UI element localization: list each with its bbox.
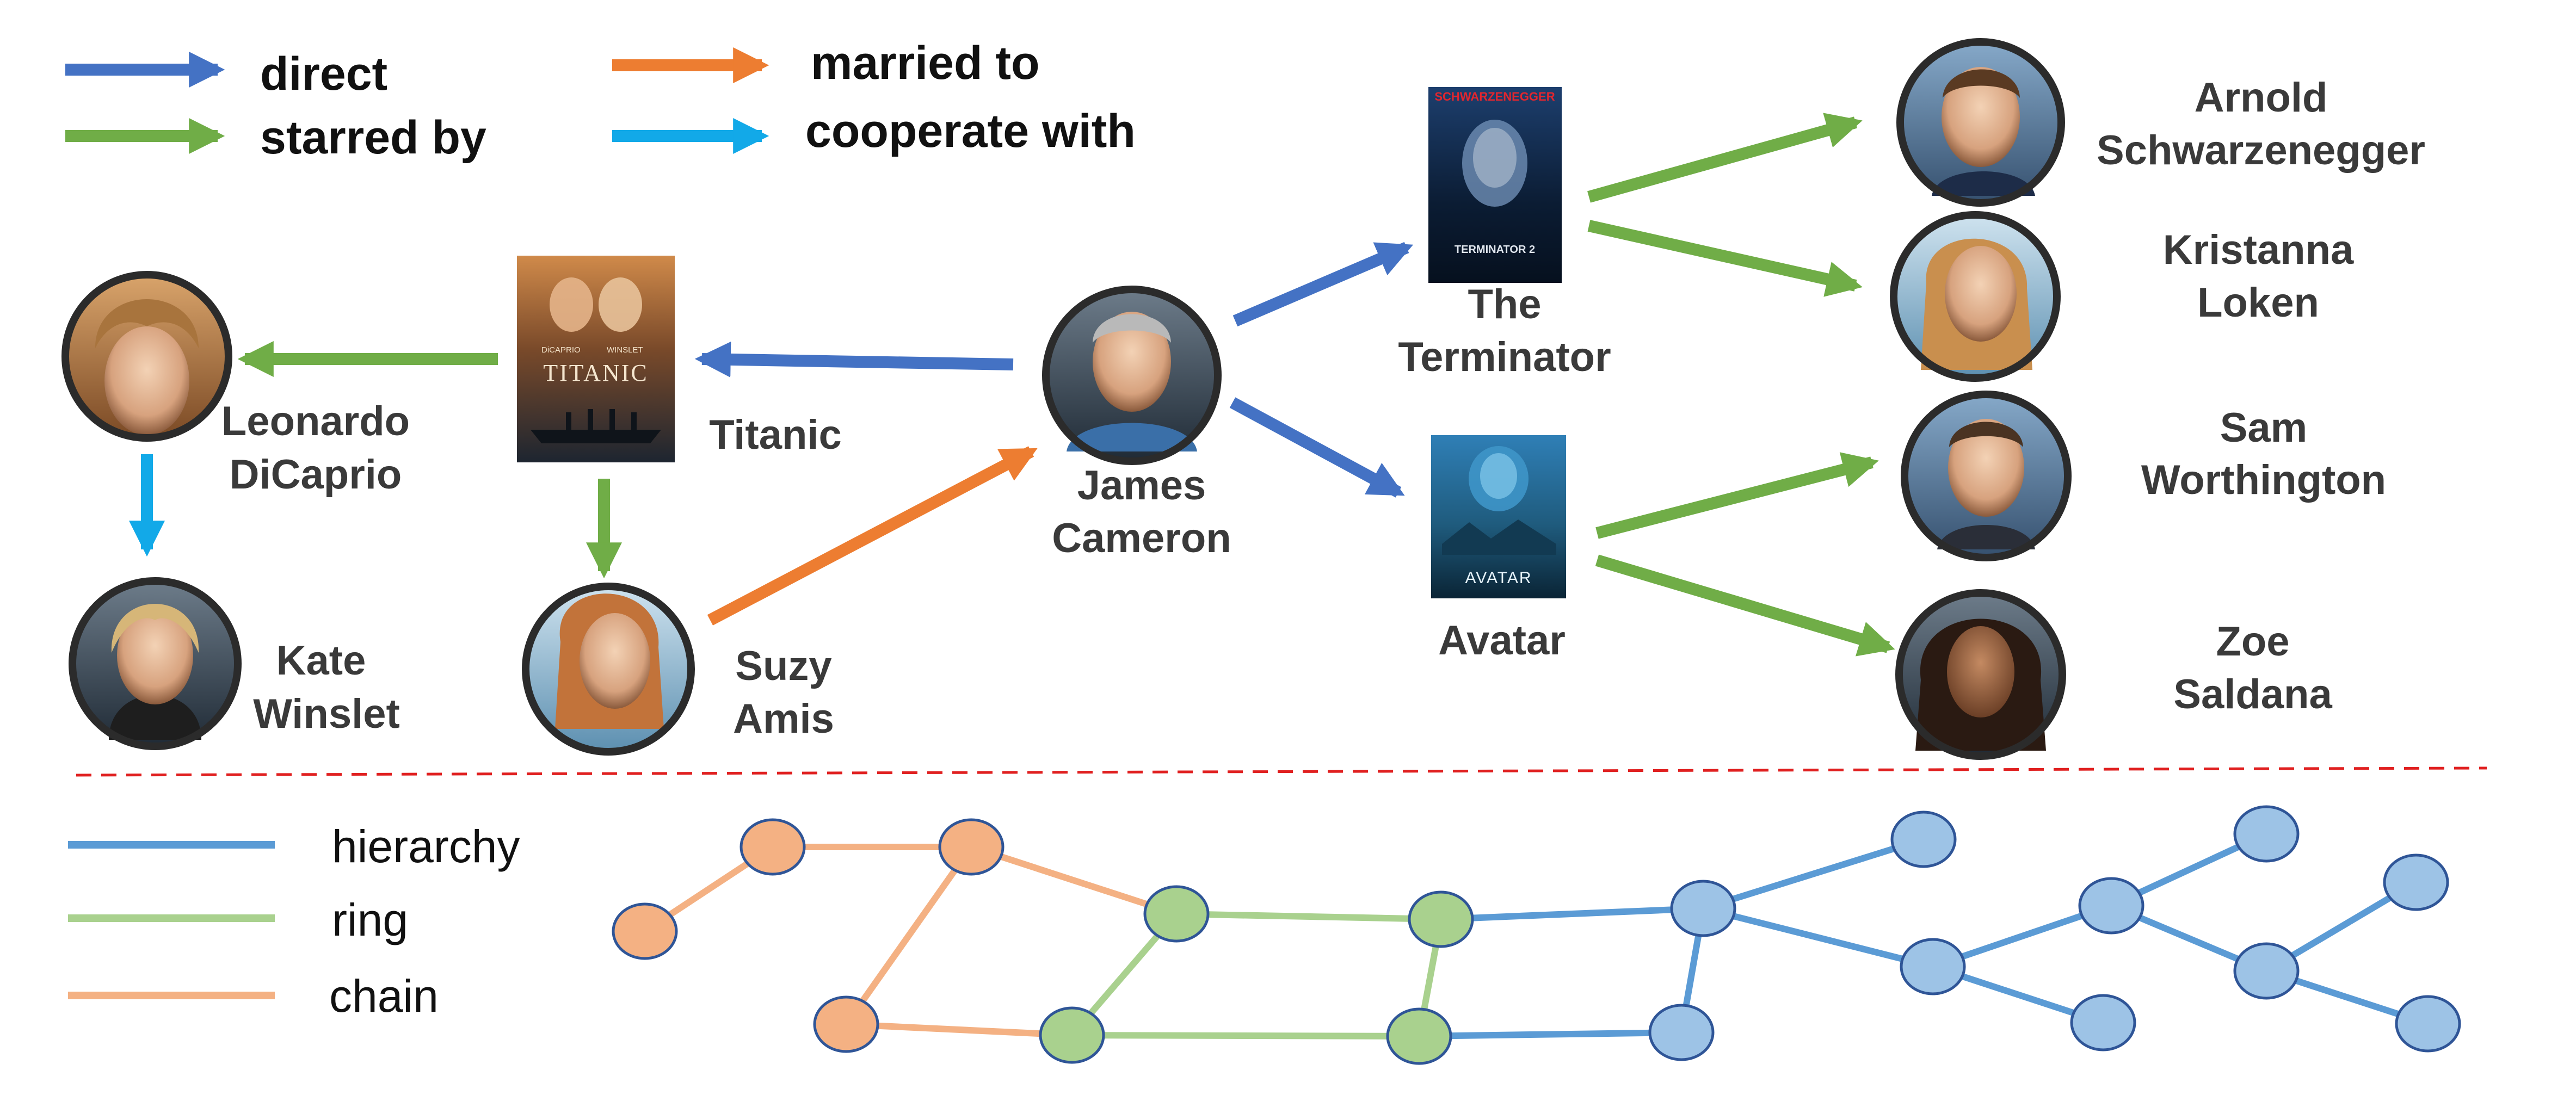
hierarchy-node — [1890, 811, 1957, 868]
label-titanic: Titanic — [709, 412, 842, 458]
hierarchy-node — [2070, 994, 2136, 1051]
hierarchy-node — [1900, 938, 1966, 995]
label-zoe-line2: Saldana — [2173, 671, 2332, 717]
structure-graph — [612, 805, 2461, 1065]
ring-node — [1408, 890, 1474, 948]
chain-node — [739, 818, 806, 876]
poster-titanic-cast-2: WINSLET — [607, 345, 643, 355]
portrait-zoe — [1895, 589, 2066, 760]
label-terminator-line1: The — [1468, 281, 1541, 327]
label-james-line1: James — [1077, 462, 1206, 509]
label-zoe-line1: Zoe — [2216, 618, 2289, 665]
poster-terminator: SCHWARZENEGGER TERMINATOR 2 — [1428, 87, 1562, 283]
ring-nodes — [1039, 885, 1474, 1065]
edge-james-terminator — [1232, 242, 1414, 327]
hierarchy-node — [2233, 942, 2300, 1000]
hierarchy-edge — [1702, 905, 1934, 970]
hierarchy-node — [2383, 853, 2449, 911]
hierarchy-edge — [1440, 905, 1704, 923]
label-kristanna-line1: Kristanna — [2163, 227, 2354, 273]
edge-avatar-sam — [1595, 452, 1879, 539]
portrait-kate — [69, 577, 242, 750]
ring-node — [1039, 1006, 1105, 1064]
kg-labels: Leonardo DiCaprio Titanic Kate Winslet S… — [221, 75, 2425, 742]
edge-james-titanic — [694, 341, 1014, 378]
hierarchy-node — [1670, 880, 1736, 937]
poster-titanic-title: TITANIC — [543, 360, 648, 386]
ring-node — [1386, 1007, 1452, 1065]
label-kate-line2: Winslet — [253, 691, 400, 737]
legend-cooperate-label: cooperate with — [805, 105, 1136, 157]
legend-bottom: hierarchy ring chain — [68, 821, 520, 1022]
label-arnold-line2: Schwarzenegger — [2097, 127, 2425, 174]
chain-node — [813, 995, 879, 1053]
hierarchy-edge — [1702, 836, 1925, 912]
legend-starred-by-label: starred by — [260, 112, 486, 164]
label-sam-line2: Worthington — [2141, 457, 2386, 503]
hierarchy-node — [1648, 1004, 1715, 1061]
chain-node — [938, 818, 1004, 876]
label-leonardo-line2: DiCaprio — [230, 451, 402, 498]
poster-titanic-cast-1: DiCAPRIO — [541, 345, 581, 355]
legend-top: direct starred by married to cooperate w… — [65, 37, 1136, 164]
portrait-suzy — [522, 583, 695, 756]
chain-edge — [843, 845, 974, 1026]
legend-ring-label: ring — [332, 894, 408, 945]
legend-married-to-label: married to — [811, 37, 1040, 89]
label-sam-line1: Sam — [2220, 405, 2308, 451]
label-leonardo-line1: Leonardo — [221, 398, 410, 444]
label-james-line2: Cameron — [1052, 515, 1231, 561]
chain-edge — [970, 844, 1178, 917]
hierarchy-nodes — [1648, 805, 2461, 1061]
label-suzy-line1: Suzy — [735, 643, 831, 689]
ring-edge — [1176, 911, 1441, 923]
legend-chain-label: chain — [329, 970, 439, 1022]
legend-direct-label: direct — [260, 48, 387, 100]
section-divider — [76, 766, 2487, 777]
chain-nodes — [612, 818, 1004, 1053]
kg-edges — [129, 113, 1895, 657]
portrait-arnold — [1896, 38, 2065, 207]
label-kate-line1: Kate — [276, 638, 366, 684]
portrait-leonardo — [61, 271, 232, 442]
chain-edge — [846, 1021, 1073, 1038]
chain-node — [612, 902, 678, 960]
portrait-james — [1042, 286, 1222, 465]
poster-terminator-top: SCHWARZENEGGER — [1434, 90, 1555, 103]
hierarchy-node — [2078, 877, 2144, 935]
ring-node — [1143, 885, 1210, 943]
poster-terminator-title: TERMINATOR 2 — [1455, 244, 1535, 256]
poster-titanic: DiCAPRIO WINSLET TITANIC — [517, 256, 675, 462]
legend-hierarchy-label: hierarchy — [332, 821, 520, 872]
label-arnold-line1: Arnold — [2195, 75, 2328, 121]
hierarchy-node — [2233, 805, 2300, 863]
hierarchy-node — [2395, 995, 2461, 1053]
portrait-kristanna — [1890, 211, 2061, 382]
poster-avatar-title: AVATAR — [1465, 569, 1532, 587]
label-kristanna-line2: Loken — [2197, 280, 2319, 326]
label-terminator-line2: Terminator — [1398, 334, 1611, 380]
ring-edge — [1071, 1032, 1420, 1040]
edge-terminator-arnold — [1587, 113, 1863, 203]
label-suzy-line2: Amis — [733, 696, 834, 742]
poster-avatar: AVATAR — [1431, 435, 1566, 598]
edge-james-avatar — [1229, 397, 1405, 498]
edge-suzy-james — [707, 446, 1038, 626]
edge-avatar-zoe — [1595, 554, 1895, 657]
label-avatar: Avatar — [1438, 617, 1566, 664]
edge-terminator-kristanna — [1587, 220, 1863, 297]
portrait-sam — [1901, 391, 2072, 561]
hierarchy-edge — [1419, 1029, 1682, 1040]
ring-edges — [1069, 911, 1444, 1040]
